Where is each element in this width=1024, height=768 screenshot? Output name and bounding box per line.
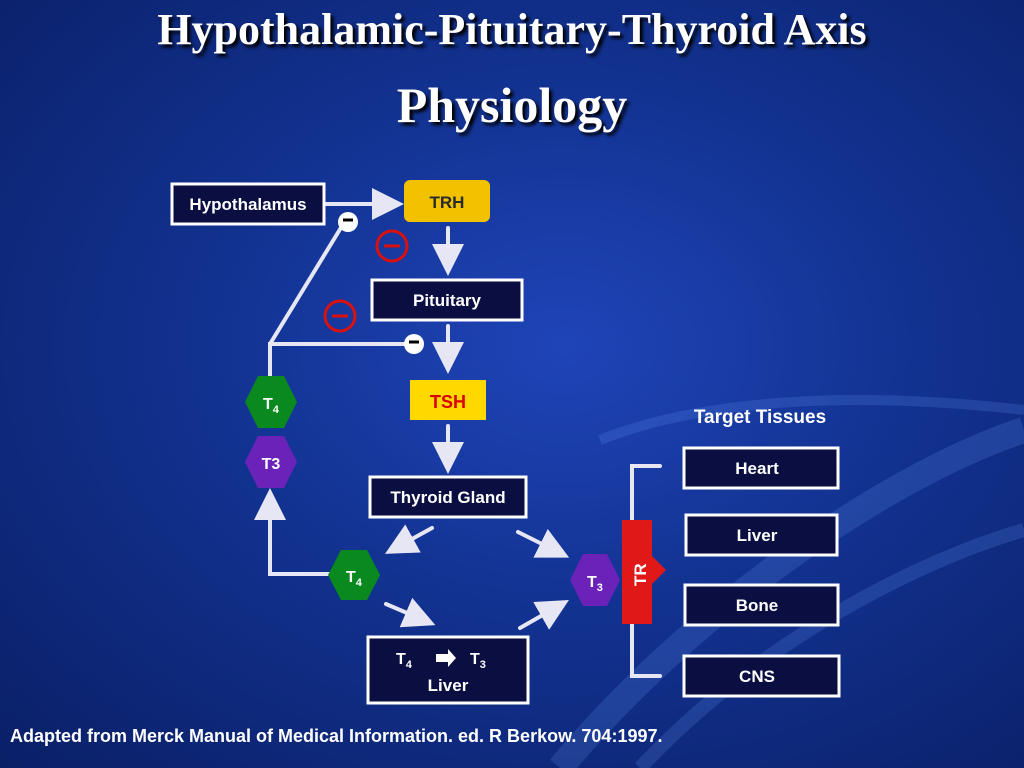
receptor-label: TR [631, 563, 650, 586]
svg-text:T4: T4 [263, 396, 280, 416]
thyroid-to-t3-arrow [516, 528, 570, 558]
pituitary-node: Pituitary [370, 278, 524, 322]
svg-text:Bone: Bone [736, 596, 779, 615]
trh-node: TRH [404, 180, 490, 222]
svg-text:CNS: CNS [739, 667, 775, 686]
t4-to-t3-feedback-arrow [254, 488, 332, 576]
tsh-node: TSH [410, 380, 486, 420]
slide-subtitle: Physiology [396, 77, 628, 133]
svg-text:T4: T4 [346, 569, 363, 589]
t4-to-liver-arrow [384, 597, 436, 628]
thyroid-to-t4-arrow [384, 524, 434, 554]
thyroid-gland-node: Thyroid Gland [368, 475, 528, 519]
trh-label: TRH [430, 193, 465, 212]
arrow-right-icon [436, 649, 456, 667]
liver-to-t3-arrow [518, 600, 569, 630]
inhibition-icon [323, 299, 357, 333]
slide-title: Hypothalamic-Pituitary-Thyroid Axis [157, 5, 867, 54]
liver-t3-label: T3 [470, 651, 486, 671]
target-liver: Liver [684, 513, 839, 557]
pituitary-label: Pituitary [413, 291, 482, 310]
thyroid-receptor: TR [622, 520, 666, 624]
feedback-to-hypothalamus-line [268, 224, 344, 346]
target-tissues-heading: Target Tissues [694, 407, 826, 428]
thyroid-gland-label: Thyroid Gland [390, 488, 505, 507]
liver-label: Liver [428, 676, 469, 695]
t4-lower-hexagon: T4 [328, 550, 380, 600]
source-caption: Adapted from Merck Manual of Medical Inf… [10, 726, 663, 746]
t4-upper-hexagon: T4 [245, 376, 297, 428]
minus-icon [338, 212, 358, 232]
svg-text:T3: T3 [262, 456, 281, 473]
t3-upper-hexagon: T3 [245, 436, 297, 488]
svg-text:Heart: Heart [735, 459, 779, 478]
inhibition-icon [375, 229, 409, 263]
target-bone: Bone [683, 583, 840, 627]
svg-text:T3: T3 [587, 574, 603, 594]
target-cns: CNS [682, 654, 841, 698]
liver-t4-label: T4 [396, 651, 413, 671]
hypothalamus-label: Hypothalamus [189, 195, 306, 214]
target-heart: Heart [682, 446, 840, 490]
svg-text:Liver: Liver [737, 526, 778, 545]
liver-conversion-node: T4 T3 Liver [366, 635, 530, 705]
tsh-label: TSH [430, 392, 466, 412]
t3-right-hexagon: T3 [570, 554, 620, 606]
hypothalamus-node: Hypothalamus [170, 182, 326, 226]
minus-icon [404, 334, 424, 354]
feedback-to-pituitary-line [268, 342, 408, 378]
